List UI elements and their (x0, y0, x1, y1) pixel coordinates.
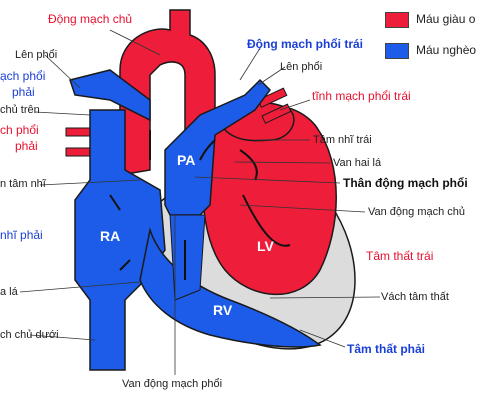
label-ao: Ao (162, 62, 181, 78)
legend-swatch-poor (385, 43, 409, 59)
label-pa: PA (177, 152, 196, 168)
label-van-hai-la: Van hai lá (333, 157, 382, 169)
label-lv: LV (257, 238, 274, 254)
label-than-dong-mach-phoi: Thân động mạch phổi (343, 176, 468, 190)
label-van-dong-mach-phoi: Van động mạch phổi (122, 378, 223, 390)
flow-arrows (109, 130, 291, 280)
legend-poor: Máu nghèo (416, 43, 477, 57)
label-dong-mach-chu: Động mạch chủ (48, 12, 133, 26)
leader-lines (19, 29, 381, 375)
label-tm-phoi-trai: tĩnh mạch phổi trái (312, 89, 411, 103)
legend-rich: Máu giàu o (416, 12, 476, 26)
rv-outflow-shape (169, 214, 206, 301)
label-tam-that-trai: Tâm thất trái (366, 249, 434, 263)
label-dm-phoi-phai-2: phải (12, 85, 35, 99)
label-tam-that-phai: Tâm thất phải (347, 342, 426, 356)
label-nhi-phai: nhĩ phải (0, 228, 43, 242)
label-len-phoi-right: Lên phổi (280, 61, 323, 73)
label-van-dong-mach-chu: Van động mạch chủ (368, 206, 466, 218)
label-tm-phoi-phai-2: phải (15, 139, 38, 153)
label-vach-tam-that: Vách tâm thất (381, 291, 449, 303)
legend-swatch-rich (385, 12, 409, 28)
label-dm-phoi-phai-1: ạch phổi (0, 69, 46, 83)
label-ra: RA (100, 228, 121, 244)
label-tam-nhi: n tâm nhĩ (0, 178, 46, 190)
label-chu-duoi: ch chủ dưới (0, 329, 59, 341)
label-rv: RV (213, 302, 233, 318)
label-la: a lá (0, 286, 18, 298)
label-dong-mach-phoi-trai: Động mạch phổi trái (247, 37, 364, 51)
right-pulmonary-artery-shape (69, 69, 151, 122)
label-tam-nhi-trai: Tâm nhĩ trái (313, 134, 372, 146)
right-atrium-shape (74, 109, 166, 371)
label-tm-phoi-phai-1: ch phổi (0, 123, 39, 137)
label-len-phoi-left: Lên phổi (15, 49, 58, 61)
pulmonary-trunk-shape (164, 78, 271, 216)
label-chu-tren: chủ trên (0, 104, 40, 116)
